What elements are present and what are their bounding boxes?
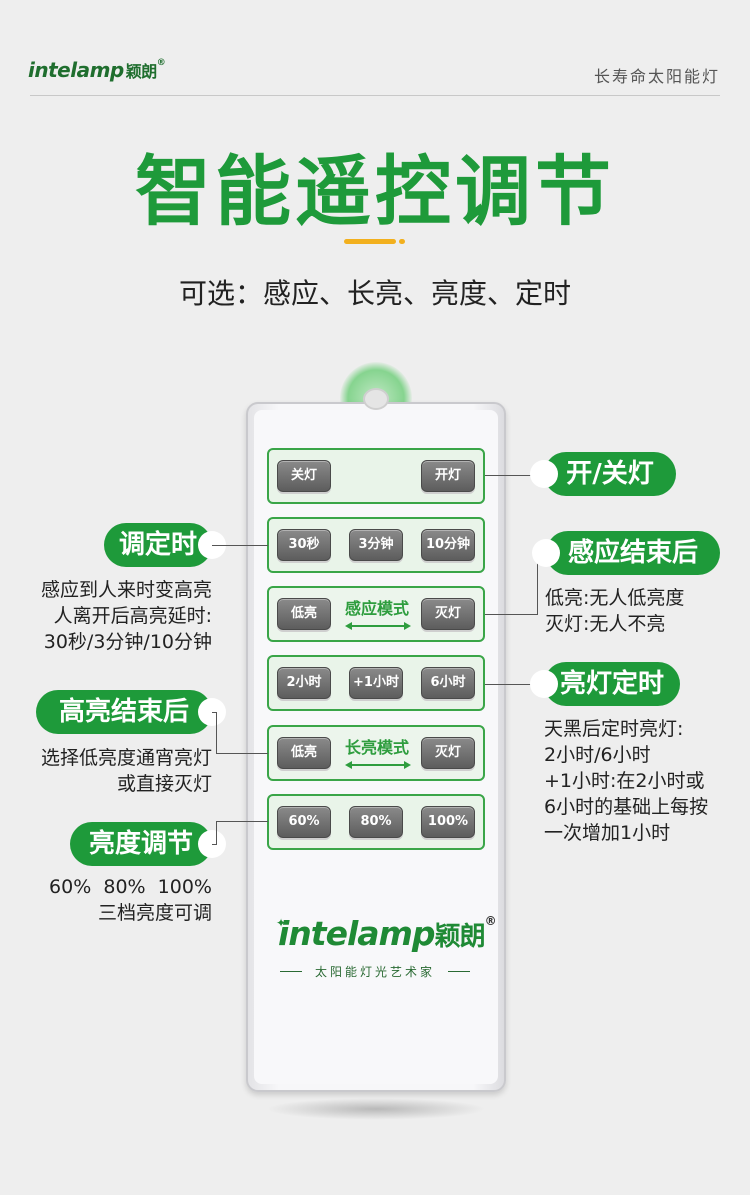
- delay-10min-button[interactable]: 10分钟: [421, 529, 475, 561]
- connector-line: [216, 821, 217, 845]
- remote-brand-tagline: 太阳能灯光艺术家: [280, 963, 470, 980]
- timer-2h-button[interactable]: 2小时: [277, 667, 331, 699]
- connector-line: [212, 712, 216, 713]
- connector-line: [216, 821, 268, 822]
- always-on-mode-label: 长亮模式: [344, 738, 409, 757]
- connector-line: [212, 545, 268, 546]
- always-on-mode-panel: 低亮 长亮模式 灭灯: [267, 725, 485, 781]
- brightness-panel: 60% 80% 100%: [267, 794, 485, 850]
- callout-timer-title: 亮灯定时: [530, 662, 680, 706]
- always-low-button[interactable]: 低亮: [277, 737, 331, 769]
- light-on-button[interactable]: 开灯: [421, 460, 475, 492]
- connector-line: [212, 844, 216, 845]
- sparkle-icon: ✦: [276, 916, 286, 930]
- callout-timer-desc: 天黑后定时亮灯: 2小时/6小时 +1小时:在2小时或 6小时的基础上每按 一次…: [544, 718, 709, 844]
- power-panel: 关灯 开灯: [267, 448, 485, 504]
- timer-plus1h-button[interactable]: +1小时: [349, 667, 403, 699]
- title-accent-bar: [344, 239, 396, 244]
- connector-line: [216, 712, 217, 754]
- always-off-button[interactable]: 灭灯: [421, 737, 475, 769]
- delay-3min-button[interactable]: 3分钟: [349, 529, 403, 561]
- connector-line: [216, 753, 268, 754]
- hang-hole: [363, 388, 389, 410]
- remote-brand-logo: ✦intelamp颖朗®: [276, 914, 497, 953]
- callout-high-end-desc: 选择低亮度通宵亮灯 或直接灭灯: [40, 747, 212, 795]
- connector-line: [485, 475, 545, 476]
- connector-line: [537, 553, 538, 615]
- header-divider: [30, 95, 720, 96]
- light-off-button[interactable]: 关灯: [277, 460, 331, 492]
- connector-line: [485, 614, 537, 615]
- delay-30s-button[interactable]: 30秒: [277, 529, 331, 561]
- callout-sensor-end-desc: 低亮:无人低亮度 灭灯:无人不亮: [545, 587, 685, 635]
- brightness-60-button[interactable]: 60%: [277, 806, 331, 838]
- title-accent-dot: [399, 239, 405, 244]
- callout-sensor-end-title: 感应结束后: [532, 531, 720, 575]
- delay-panel: 30秒 3分钟 10分钟: [267, 517, 485, 573]
- page-subtitle: 可选：感应、长亮、亮度、定时: [178, 277, 571, 310]
- brightness-100-button[interactable]: 100%: [421, 806, 475, 838]
- callout-high-end-title: 高亮结束后: [36, 690, 226, 734]
- double-arrow-icon: [345, 761, 411, 769]
- callout-power-title: 开/关灯: [530, 452, 676, 496]
- callout-brightness-title: 亮度调节: [70, 822, 226, 866]
- sensor-mode-label: 感应模式: [344, 599, 409, 618]
- double-arrow-icon: [345, 622, 411, 630]
- timer-6h-button[interactable]: 6小时: [421, 667, 475, 699]
- callout-brightness-desc: 60% 80% 100% 三档亮度可调: [49, 876, 212, 924]
- sensor-low-button[interactable]: 低亮: [277, 598, 331, 630]
- remote-shadow: [266, 1098, 486, 1120]
- sensor-off-button[interactable]: 灭灯: [421, 598, 475, 630]
- callout-delay-desc: 感应到人来时变高亮 人离开后高亮延时: 30秒/3分钟/10分钟: [40, 579, 212, 653]
- header-slogan: 长寿命太阳能灯: [593, 67, 720, 86]
- sensor-mode-panel: 低亮 感应模式 灭灯: [267, 586, 485, 642]
- callout-delay-title: 调定时: [104, 523, 226, 567]
- page-title: 智能遥控调节: [135, 147, 615, 236]
- brightness-80-button[interactable]: 80%: [349, 806, 403, 838]
- timer-panel: 2小时 +1小时 6小时: [267, 655, 485, 711]
- connector-line: [485, 684, 545, 685]
